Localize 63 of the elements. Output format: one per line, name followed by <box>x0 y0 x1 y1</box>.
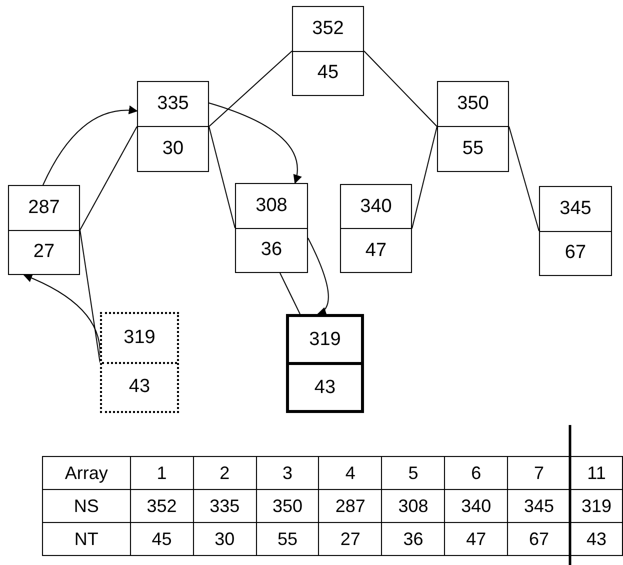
table-cell: 1 <box>130 456 194 490</box>
node-value: 55 <box>438 126 508 171</box>
record-box <box>340 184 412 273</box>
table-cell: 11 <box>570 456 622 490</box>
table-cell: 3 <box>256 456 319 490</box>
table-cell: NT <box>42 522 130 556</box>
node-value: 287 <box>27 196 61 220</box>
table-cell: 4 <box>318 456 382 490</box>
table-cell: 47 <box>444 522 508 556</box>
node-value: 43 <box>289 362 361 410</box>
table-cell: 335 <box>193 490 256 522</box>
table-cell: 45 <box>130 522 194 556</box>
node-value: 67 <box>540 230 611 275</box>
node-value: 319 <box>308 328 342 352</box>
curved-arrow <box>42 106 138 186</box>
node-value: 47 <box>341 228 411 272</box>
curved-arrow <box>308 238 329 315</box>
node-value: 30 <box>138 126 208 171</box>
record-box <box>8 185 80 275</box>
record-box <box>292 6 364 96</box>
node-value: 308 <box>254 194 288 218</box>
table-cell: 287 <box>318 490 382 522</box>
tree-link-line <box>80 126 138 230</box>
record-box <box>235 183 308 273</box>
table-cell: 55 <box>256 522 319 556</box>
table-cell: Array <box>42 456 130 490</box>
highlighted-record-box <box>286 314 364 413</box>
node-value: 36 <box>236 228 307 272</box>
table-cell: 7 <box>508 456 570 490</box>
node-value: 352 <box>311 16 345 41</box>
tree-link-line <box>208 126 236 228</box>
node-value: 350 <box>456 92 490 116</box>
node-value: 319 <box>122 326 156 350</box>
record-box <box>539 186 612 276</box>
table-cell: 308 <box>382 490 445 522</box>
table-cell: 5 <box>382 456 445 490</box>
table-cell: 319 <box>570 490 622 522</box>
table-cell: 36 <box>382 522 445 556</box>
record-box <box>137 81 209 172</box>
node-value: 43 <box>102 362 177 411</box>
curved-arrow <box>23 274 100 356</box>
tree-link-line <box>280 272 300 314</box>
table-cell: 6 <box>444 456 508 490</box>
node-value: 45 <box>293 50 363 95</box>
dotted-record-box <box>100 312 179 413</box>
node-value: 335 <box>156 92 190 116</box>
node-value: 345 <box>558 196 592 221</box>
table-cell: 30 <box>193 522 256 556</box>
tree-link-line <box>508 126 540 232</box>
table-cell: 2 <box>193 456 256 490</box>
record-box <box>437 81 509 172</box>
table-cell: 352 <box>130 490 194 522</box>
tree-link-line <box>208 50 292 127</box>
table-cell: 43 <box>570 522 622 556</box>
tree-link-line <box>364 50 438 127</box>
table-cell: 350 <box>256 490 319 522</box>
table-cell: 27 <box>318 522 382 556</box>
table-cell: 340 <box>444 490 508 522</box>
table-cell: NS <box>42 490 130 522</box>
curved-arrow <box>208 102 302 184</box>
node-value: 340 <box>359 194 393 218</box>
tree-link-line <box>412 126 438 229</box>
node-value: 27 <box>9 230 79 274</box>
